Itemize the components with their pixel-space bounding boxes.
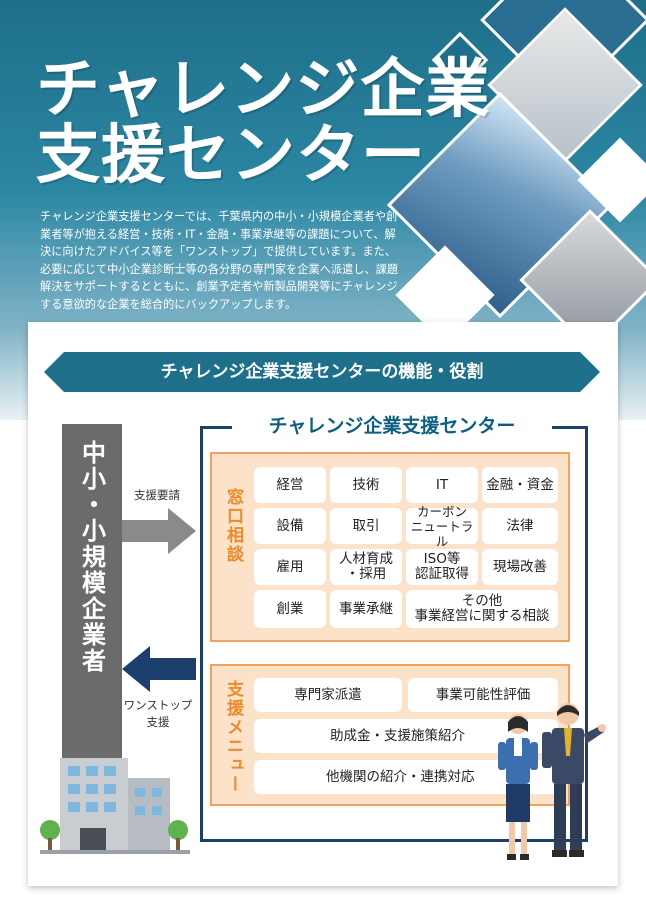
menu-item: 事業可能性評価 — [408, 678, 558, 712]
request-arrow-label: 支援要請 — [134, 488, 180, 502]
businesswoman-illustration — [498, 714, 538, 860]
consult-item: 技術 — [330, 467, 402, 503]
role-banner: チャレンジ企業支援センターの機能・役割 — [44, 352, 600, 392]
banner-shape — [44, 352, 600, 392]
consult-item: その他 事業経営に関する相談 — [406, 590, 558, 628]
consult-item: 設備 — [254, 508, 326, 544]
menu-label: 支援メニュー — [223, 680, 243, 794]
menu-item: 専門家派遣 — [254, 678, 402, 712]
role-banner-text: チャレンジ企業支援センターの機能・役割 — [160, 362, 484, 382]
page-title-line2: 支援センター — [36, 119, 426, 193]
consult-item: 経営 — [254, 467, 326, 503]
consult-item: 取引 — [330, 508, 402, 544]
consult-item: IT — [406, 467, 478, 503]
building-illustration — [40, 758, 190, 854]
intro-paragraph: チャレンジ企業支援センターでは、千葉県内の中小・小規模企業者や創業者等が抱える経… — [40, 210, 399, 311]
consult-item: 金融・資金 — [482, 467, 558, 503]
onestop-arrow — [122, 646, 196, 692]
consult-label: 窓口相談 — [223, 488, 243, 564]
center-title: チャレンジ企業支援センター — [232, 412, 552, 440]
sme-label: 中小・小規模企業者 — [77, 440, 106, 674]
consult-item: 雇用 — [254, 549, 326, 585]
consult-item: 法律 — [482, 508, 558, 544]
consult-item: 現場改善 — [482, 549, 558, 585]
consult-item: 事業承継 — [330, 590, 402, 628]
onestop-arrow-label: ワンストップ 支援 — [123, 698, 193, 729]
businessman-illustration — [542, 703, 606, 857]
consult-item: カーボン ニュートラル — [406, 504, 478, 549]
page-title-line1: チャレンジ企業 — [36, 53, 491, 127]
consult-item: 人材育成 ・採用 — [330, 549, 402, 585]
consult-item: ISO等 認証取得 — [406, 549, 478, 585]
consult-item: 創業 — [254, 590, 326, 628]
request-arrow — [122, 508, 196, 554]
menu-item: 助成金・支援施策紹介 — [254, 719, 558, 753]
sme-tower: 中小・小規模企業者 — [62, 424, 122, 774]
